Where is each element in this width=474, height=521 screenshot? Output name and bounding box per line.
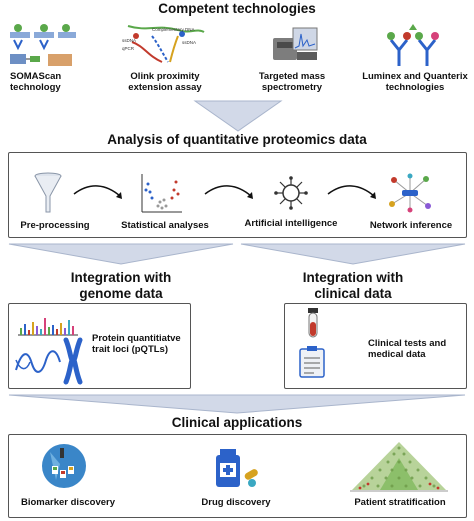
arrow-down-right [240, 243, 466, 265]
curved-arrow-3 [327, 185, 376, 199]
preprocessing-label: Pre-processing [20, 220, 90, 231]
analysis-box [8, 152, 467, 238]
pyramid-chart-icon [350, 442, 448, 492]
antibody-icon [387, 24, 439, 66]
arrow-down-left [8, 243, 234, 265]
protein-array-icon [10, 24, 76, 66]
network-inference-label: Network inference [369, 220, 453, 231]
artificial-intelligence-label: Artificial intelligence [244, 218, 338, 229]
clinical-applications-title: Clinical applications [171, 415, 303, 430]
curved-arrow-1 [73, 185, 122, 199]
volcano-plot-icon [141, 174, 182, 213]
chromosome-icon [63, 337, 83, 385]
genome-title: Integration with genome data [70, 270, 172, 301]
dna-strand-icon [15, 350, 61, 373]
clipboard-icon [299, 346, 325, 378]
pqtl-label: Protein quantitiatve trait loci (pQTLs) [92, 333, 181, 355]
olink-dna-icon: Complementary DNA qPCR ssDNA ssDNA [122, 25, 205, 63]
arrow-down-1 [193, 100, 283, 132]
statistical-analyses-label: Statistical analyses [121, 220, 209, 231]
funnel-icon [34, 172, 62, 213]
clinical-tests-label: Clinical tests and medical data [368, 338, 447, 360]
arrow-down-wide [8, 394, 466, 414]
patient-stratification-label: Patient stratification [354, 497, 446, 508]
clinical-title: Integration with clinical data [302, 270, 404, 301]
ai-brain-icon [274, 176, 308, 210]
biomarker-icon [42, 444, 86, 488]
mass-spectrometry-label: Targeted mass spectrometry [258, 71, 326, 93]
analysis-title: Analysis of quantitative proteomics data [107, 132, 367, 147]
drug-discovery-label: Drug discovery [201, 497, 271, 508]
mass-spectrometer-icon [273, 27, 318, 60]
svg-text:ssDNA: ssDNA [122, 38, 136, 43]
manhattan-plot-icon [18, 318, 78, 336]
biomarker-discovery-label: Biomarker discovery [21, 497, 115, 508]
svg-text:Complementary DNA: Complementary DNA [152, 27, 195, 32]
network-icon [389, 173, 431, 213]
genome-box [8, 303, 191, 389]
blood-tube-icon [308, 308, 318, 338]
olink-label: Olink proximity extension assay [128, 71, 202, 93]
luminex-label: Luminex and Quanterix technologies [362, 71, 468, 93]
competent-technologies-title: Competent technologies [158, 1, 316, 16]
medicine-bottle-icon [216, 449, 258, 487]
curved-arrow-2 [204, 185, 253, 199]
svg-text:qPCR: qPCR [122, 46, 135, 51]
somascan-label: SOMAScan technology [10, 71, 62, 93]
svg-text:ssDNA: ssDNA [182, 40, 196, 45]
